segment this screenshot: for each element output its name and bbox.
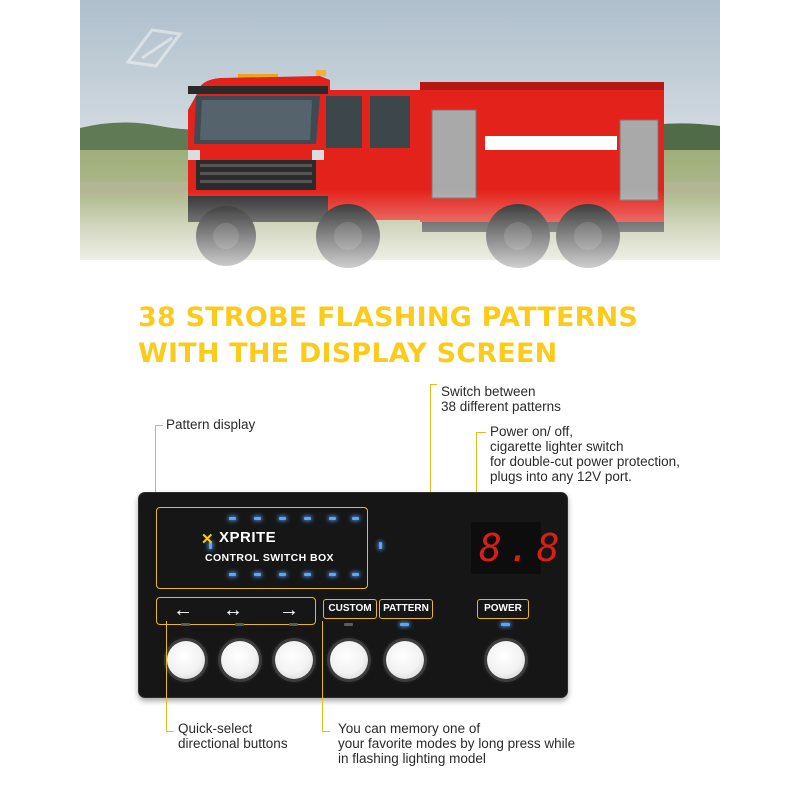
callout-text-line: cigarette lighter switch: [490, 439, 624, 454]
button-indicator: [344, 623, 353, 626]
hero-photo: [80, 0, 720, 300]
led-indicator: [279, 517, 286, 520]
callout-power: Power on/ off, cigarette lighter switch …: [490, 424, 680, 484]
led-indicator: [329, 573, 336, 576]
button-indicator: [501, 623, 510, 626]
callout-text-line: 38 different patterns: [441, 399, 561, 414]
leader-line: [476, 432, 486, 433]
headline-line-2: WITH THE DISPLAY SCREEN: [138, 338, 558, 369]
callout-quick-select: Quick-select directional buttons: [178, 721, 288, 751]
callout-text-line: Power on/ off,: [490, 424, 574, 439]
pattern-label: PATTERN: [379, 599, 433, 619]
display-digits: 8.8: [479, 526, 566, 570]
leader-line: [166, 621, 167, 732]
headline-line-1: 38 STROBE FLASHING PATTERNS: [138, 302, 639, 333]
led-indicator: [304, 573, 311, 576]
custom-label: CUSTOM: [323, 599, 377, 619]
pattern-button[interactable]: [386, 641, 424, 679]
pattern-display-frame: [156, 507, 368, 589]
led-indicator: [352, 573, 359, 576]
button-indicator: [181, 623, 190, 626]
callout-text-line: plugs into any 12V port.: [490, 469, 632, 484]
arrow-left-icon: ←: [173, 599, 193, 621]
callout-text-line: in flashing lighting model: [338, 751, 486, 766]
led-indicator: [304, 517, 311, 520]
led-indicator: [229, 517, 236, 520]
callout-switch-patterns: Switch between 38 different patterns: [441, 384, 561, 414]
callout-text-line: Quick-select: [178, 721, 253, 736]
button-indicator: [400, 623, 409, 626]
led-indicator: [254, 517, 261, 520]
button-indicator: [235, 623, 244, 626]
left-button[interactable]: [167, 641, 205, 679]
leader-line: [430, 384, 437, 385]
callout-text-line: You can memory one of: [338, 721, 481, 736]
led-indicator: [329, 517, 336, 520]
led-indicator: [352, 517, 359, 520]
seven-segment-display: 8.8: [471, 522, 560, 574]
callout-text-line: for double-cut power protection,: [490, 454, 680, 469]
led-indicator: [229, 573, 236, 576]
button-indicator: [289, 623, 298, 626]
both-directions-button[interactable]: [221, 641, 259, 679]
hero-fade: [80, 190, 720, 300]
xprite-logo-icon: ✕: [201, 531, 214, 548]
callout-pattern-display: Pattern display: [166, 417, 255, 432]
leader-line: [322, 621, 323, 732]
callout-text-line: Switch between: [441, 384, 536, 399]
led-indicator: [379, 542, 382, 549]
leader-line: [166, 731, 174, 732]
leader-line: [322, 731, 330, 732]
leader-line: [430, 384, 431, 598]
callout-text-line: directional buttons: [178, 736, 288, 751]
led-indicator: [209, 542, 212, 549]
headline: 38 STROBE FLASHING PATTERNS WITH THE DIS…: [138, 300, 698, 372]
right-button[interactable]: [275, 641, 313, 679]
leader-line: [155, 425, 163, 426]
power-label: POWER: [477, 599, 529, 619]
arrow-right-icon: →: [279, 599, 299, 621]
power-button[interactable]: [487, 641, 525, 679]
callout-text-line: Pattern display: [166, 417, 256, 432]
brand-name: XPRITE: [219, 529, 277, 546]
arrow-both-icon: ↔: [223, 599, 243, 621]
custom-button[interactable]: [330, 641, 368, 679]
led-indicator: [279, 573, 286, 576]
leader-line: [155, 425, 156, 523]
control-switch-box: ✕ XPRITE CONTROL SWITCH BOX 8.8 ← ↔ → CU…: [138, 492, 568, 698]
brand-subtitle: CONTROL SWITCH BOX: [205, 552, 334, 564]
callout-memory: You can memory one of your favorite mode…: [338, 721, 575, 766]
led-indicator: [254, 573, 261, 576]
logo-watermark-icon: [125, 28, 183, 68]
callout-text-line: your favorite modes by long press while: [338, 736, 576, 751]
